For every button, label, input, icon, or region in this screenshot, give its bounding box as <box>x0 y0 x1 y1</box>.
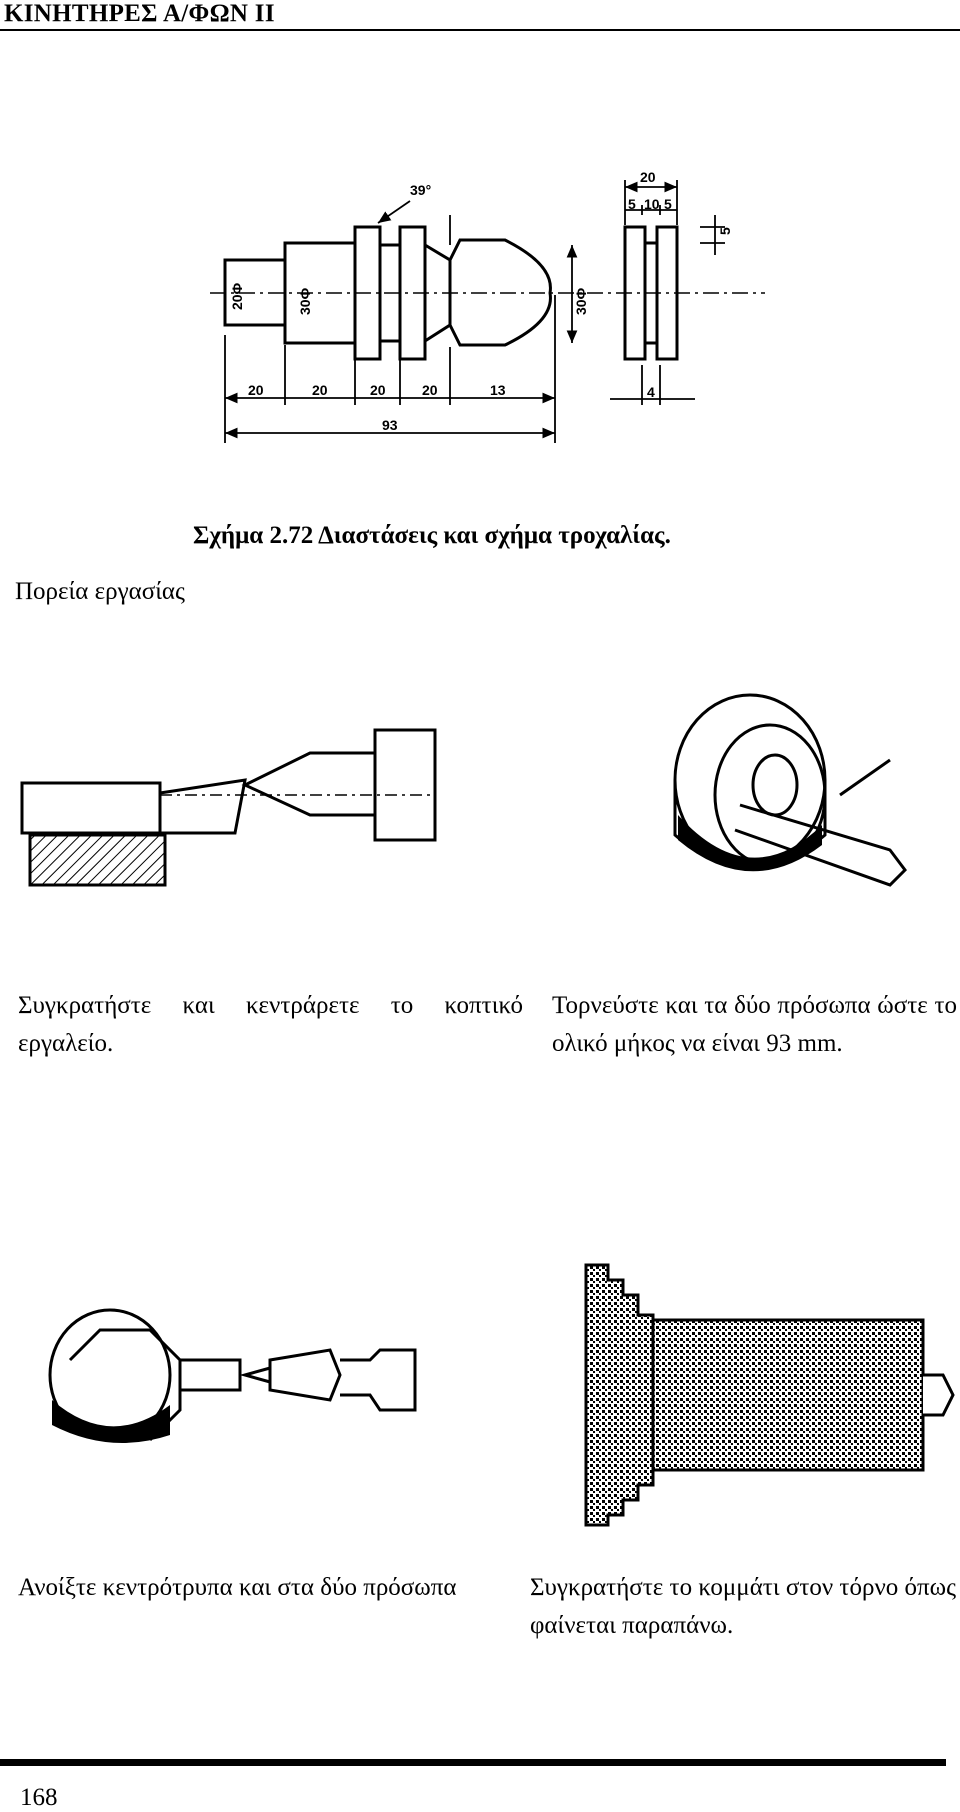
tailstock-centre <box>923 1373 955 1417</box>
page-header-title: ΚΙΝΗΤΗΡΕΣ Α/ΦΩΝ ΙΙ <box>4 0 275 27</box>
dim-pulley-c: 5 <box>664 196 672 212</box>
dim-seg-2: 20 <box>312 382 328 398</box>
step-4-text: Συγκρατήστε το κομμάτι στον τόρνο όπως φ… <box>530 1574 956 1639</box>
step-1-text: Συγκρατήστε και κεντράρετε το κοπτικό ερ… <box>18 992 523 1057</box>
header-rule <box>0 29 960 31</box>
facing-tool <box>734 803 907 887</box>
step-2-text: Τορνεύστε και τα δύο πρόσωπα ώστε το ολι… <box>552 992 957 1057</box>
centre-drilling-illustration <box>40 1300 420 1450</box>
dim-total: 93 <box>382 417 398 433</box>
tool-shank <box>20 781 162 835</box>
tool-bit <box>159 778 247 835</box>
tailstock <box>373 728 437 842</box>
workpiece-blank <box>651 1318 925 1472</box>
dim-dia-head: 30Φ <box>573 287 589 315</box>
footer-rule <box>0 1759 946 1766</box>
dim-seg-1: 20 <box>248 382 264 398</box>
drill-chuck <box>268 1348 342 1402</box>
workpiece-in-lathe-illustration <box>578 1260 956 1530</box>
page-number: 168 <box>20 1784 58 1811</box>
tool-post-hatched <box>28 833 167 887</box>
centre-drill <box>239 1366 272 1384</box>
dim-pulley-a: 5 <box>628 196 636 212</box>
pulley-flange-left <box>623 225 647 361</box>
dim-groove-depth: 5 <box>717 227 733 235</box>
chuck-jaws <box>584 1263 655 1527</box>
figure-caption: Σχήμα 2.72 Διαστάσεις και σχήμα τροχαλία… <box>193 522 671 549</box>
workpiece-stub <box>178 1358 242 1392</box>
dim-seg-3: 20 <box>370 382 386 398</box>
dim-pulley-b: 10 <box>644 196 660 212</box>
dim-seg-4: 20 <box>422 382 438 398</box>
dim-dia-small: 20Φ <box>229 282 245 310</box>
dim-angle: 39° <box>410 182 431 198</box>
pulley-dimension-drawing: 20Φ 30Φ 30Φ 39° 20 20 20 20 13 93 20 5 1… <box>210 165 780 455</box>
centre-point <box>241 751 377 817</box>
dim-pulley-width: 20 <box>640 169 656 185</box>
tool-centering-illustration <box>20 725 440 895</box>
pulley-flange-right <box>655 225 679 361</box>
dim-groove-bottom: 4 <box>647 384 655 400</box>
section-label: Πορεία εργασίας <box>15 578 185 605</box>
dim-dia-body: 30Φ <box>297 287 313 315</box>
step-3-text: Ανοίξτε κεντρότρυπα και στα δύο πρόσωπα <box>18 1574 457 1601</box>
facing-illustration <box>640 685 910 895</box>
dim-seg-5: 13 <box>490 382 506 398</box>
